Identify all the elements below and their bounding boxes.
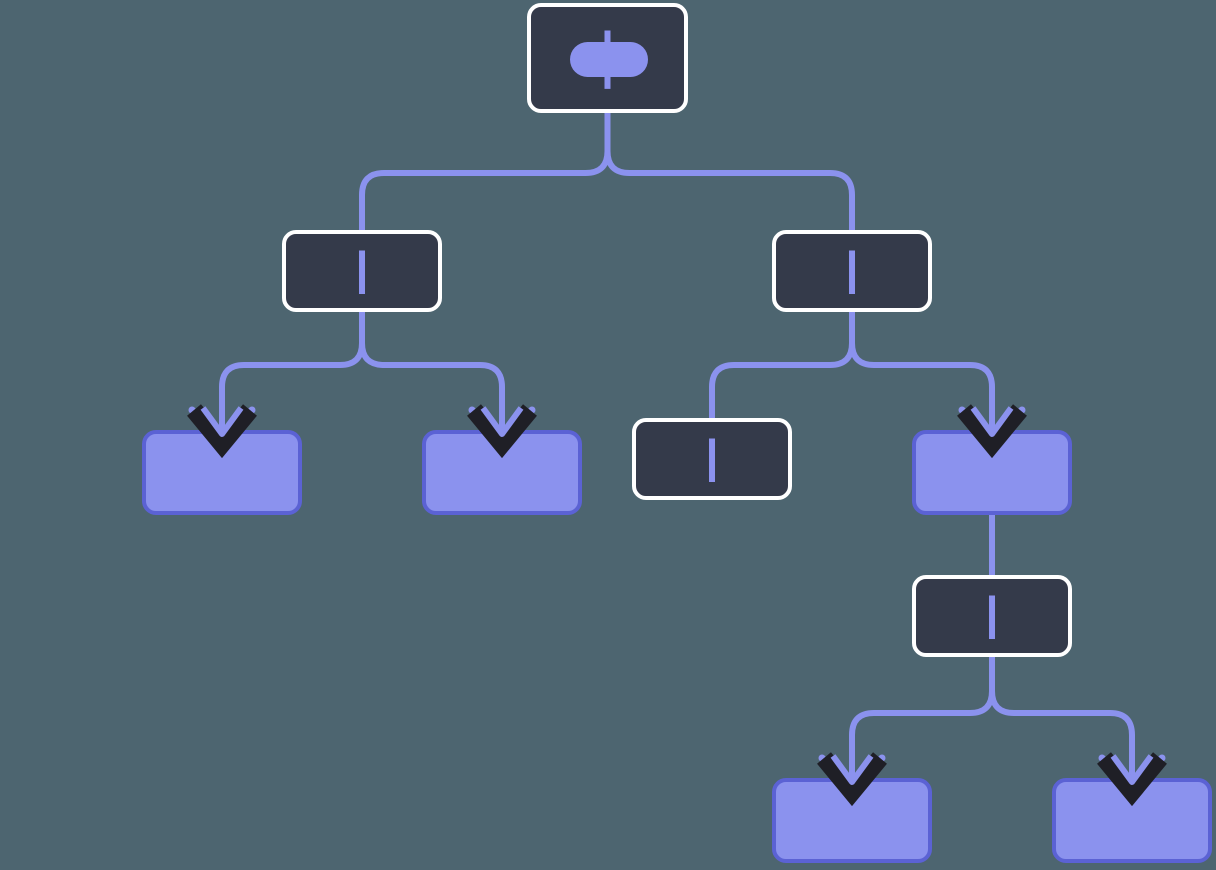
arrow-chevron-dark (817, 752, 887, 807)
arrow-chevron-inner (970, 406, 1014, 437)
arrow-chevron-inner (200, 406, 244, 437)
edge-sub-branch-to-leaf-5[interactable] (989, 657, 1135, 778)
edge-arrow-marker (467, 404, 537, 459)
edge-left-branch-to-leaf-2[interactable] (359, 312, 505, 430)
edge-arrow-marker (817, 752, 887, 807)
arrow-chevron-dark (1097, 752, 1167, 807)
arrow-chevron-inner (830, 754, 874, 785)
edge-root-to-right-branch[interactable] (604, 113, 855, 230)
arrow-chevron-dark (467, 404, 537, 459)
arrow-chevron-inner (480, 406, 524, 437)
arrow-chevron-inner (1110, 754, 1154, 785)
arrow-chevron-dark (187, 404, 257, 459)
edge-right-branch-to-mid[interactable] (849, 312, 995, 430)
edge-arrow-marker (187, 404, 257, 459)
edge-arrow-marker (1097, 752, 1167, 807)
arrow-chevron-dark (957, 404, 1027, 459)
edge-arrow-marker (957, 404, 1027, 459)
